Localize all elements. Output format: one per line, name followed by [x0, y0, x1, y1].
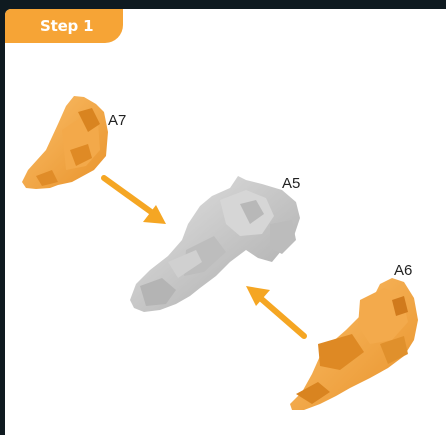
- part-a7: [22, 96, 108, 189]
- part-label-a7: A7: [108, 112, 126, 129]
- part-a5: [130, 176, 300, 312]
- part-label-a5: A5: [282, 175, 300, 192]
- part-a6: [290, 278, 418, 410]
- arrow-a7-to-a5: [104, 178, 166, 224]
- arrow-a6-to-a5: [246, 286, 304, 336]
- part-label-a6: A6: [394, 262, 412, 279]
